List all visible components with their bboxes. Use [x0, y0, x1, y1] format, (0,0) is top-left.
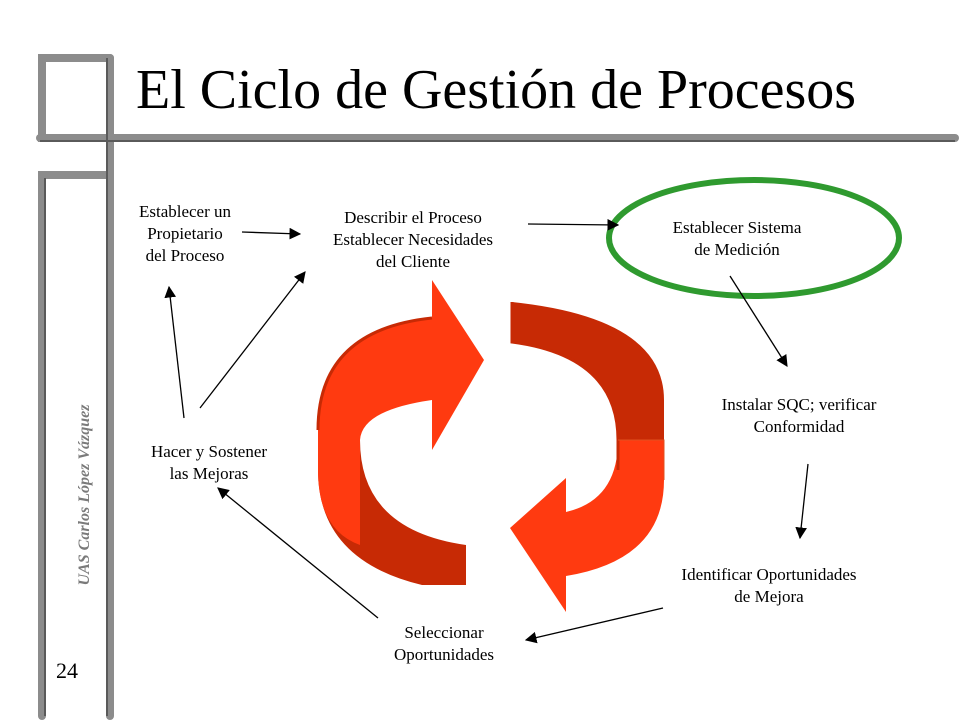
node-establecer-propietario: Establecer un Propietario del Proceso: [138, 202, 232, 266]
node-hacer-sostener-mejoras: Hacer y Sostener las Mejoras: [150, 442, 268, 484]
frame-left-bracket: [38, 171, 114, 720]
node-identificar-oportunidades: Identificar Oportunidades de Mejora: [681, 565, 857, 607]
cycle-arrow-right: [510, 302, 665, 612]
arrow-identificar-to-seleccionar: [524, 607, 664, 644]
node-sistema-medicion: Establecer Sistema de Medición: [672, 218, 802, 260]
node-seleccionar-oportunidades: Seleccionar Oportunidades: [393, 623, 495, 665]
cycle-arrow-left: [316, 280, 484, 585]
arrow-hacer-to-describir: [199, 271, 306, 409]
node-instalar-sqc: Instalar SQC; verificar Conformidad: [721, 395, 877, 437]
arrow-seleccionar-to-hacer: [217, 487, 379, 619]
arrow-medicion-to-sqc: [729, 275, 788, 367]
highlight-ellipse: [606, 177, 902, 299]
page-number: 24: [56, 658, 78, 683]
arrow-describir-to-medicion: [527, 219, 620, 231]
arrow-hacer-to-propietario: [164, 285, 185, 419]
slide-title: El Ciclo de Gestión de Procesos: [136, 59, 857, 121]
arrow-propietario-to-describir: [241, 227, 302, 240]
arrow-sqc-to-identificar: [795, 463, 809, 540]
node-describir-proceso: Describir el Proceso Establecer Necesida…: [333, 208, 493, 272]
